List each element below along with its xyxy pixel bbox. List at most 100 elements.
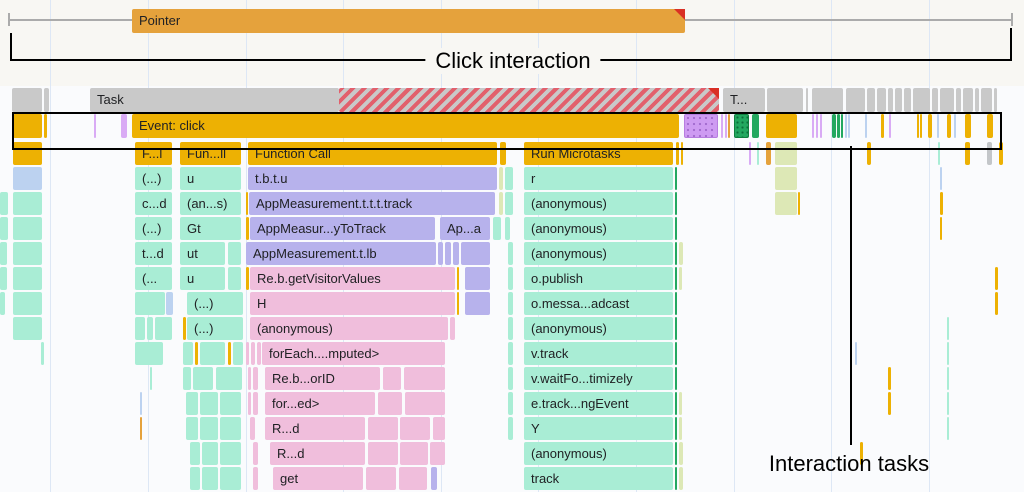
flame-bar[interactable] xyxy=(508,292,513,315)
flame-bar[interactable] xyxy=(675,342,677,365)
bar-r[interactable]: r xyxy=(524,167,673,190)
flame-bar[interactable] xyxy=(500,142,506,165)
flame-bar[interactable] xyxy=(183,367,191,390)
flame-bar[interactable] xyxy=(368,417,398,440)
flame-bar[interactable] xyxy=(339,88,719,112)
flame-bar[interactable] xyxy=(975,88,979,112)
flame-bar[interactable] xyxy=(233,342,243,365)
flame-bar[interactable] xyxy=(499,167,503,190)
flame-bar[interactable] xyxy=(508,267,513,290)
flame-bar[interactable] xyxy=(200,417,218,440)
bar-run-microtasks[interactable]: Run Microtasks xyxy=(524,142,673,165)
flame-bar[interactable] xyxy=(947,114,951,138)
flame-bar[interactable] xyxy=(775,192,797,215)
flame-bar[interactable] xyxy=(253,467,258,490)
flame-bar[interactable] xyxy=(253,392,258,415)
bar-t-b-t-u[interactable]: t.b.t.u xyxy=(248,167,497,190)
flame-bar[interactable] xyxy=(166,292,173,315)
bar-appmeasurement-t-t-t-track[interactable]: AppMeasurement.t.t.t.track xyxy=(249,192,495,215)
flame-bar[interactable] xyxy=(13,114,42,138)
flame-bar[interactable] xyxy=(947,392,949,415)
flame-bar[interactable] xyxy=(220,467,241,490)
flame-bar[interactable] xyxy=(947,317,949,340)
bar-anonymous[interactable]: (anonymous) xyxy=(524,242,673,265)
flame-bar[interactable] xyxy=(368,442,398,465)
flame-bar[interactable] xyxy=(675,192,677,215)
flame-bar[interactable] xyxy=(766,142,771,165)
bar-t-d[interactable]: t...d xyxy=(135,242,172,265)
flame-bar[interactable] xyxy=(438,242,443,265)
flame-bar[interactable] xyxy=(147,317,153,340)
flame-bar[interactable] xyxy=(675,417,677,440)
bar-ap-a[interactable]: Ap...a xyxy=(440,217,490,240)
flame-bar[interactable] xyxy=(767,88,803,112)
flame-bar[interactable] xyxy=(675,317,677,340)
flame-bar[interactable] xyxy=(679,267,682,290)
flame-bar[interactable] xyxy=(228,242,241,265)
flame-bar[interactable] xyxy=(13,192,42,215)
flame-bar[interactable] xyxy=(675,292,677,315)
bar-[interactable]: (...) xyxy=(187,317,243,340)
bar-function-call[interactable]: Function Call xyxy=(248,142,497,165)
bar-o-publish[interactable]: o.publish xyxy=(524,267,673,290)
bar-re-b-getvisitorvalues[interactable]: Re.b.getVisitorValues xyxy=(250,267,455,290)
flame-bar[interactable] xyxy=(400,442,428,465)
flame-bar[interactable] xyxy=(0,242,7,265)
flame-bar[interactable] xyxy=(965,142,970,165)
flame-bar[interactable] xyxy=(155,317,172,340)
flame-bar[interactable] xyxy=(917,114,919,138)
flame-bar[interactable] xyxy=(889,114,891,138)
flame-bar[interactable] xyxy=(999,142,1003,165)
bar-anonymous[interactable]: (anonymous) xyxy=(524,442,673,465)
flame-bar[interactable] xyxy=(963,88,973,112)
flame-bar[interactable] xyxy=(865,114,867,138)
flame-bar[interactable] xyxy=(246,267,249,290)
flame-bar[interactable] xyxy=(749,142,751,165)
flame-bar[interactable] xyxy=(820,114,822,138)
flame-bar[interactable] xyxy=(405,392,445,415)
bar-h[interactable]: H xyxy=(250,292,455,315)
flame-bar[interactable] xyxy=(430,442,445,465)
flame-bar[interactable] xyxy=(848,114,850,138)
flame-bar[interactable] xyxy=(228,342,231,365)
flame-bar[interactable] xyxy=(812,114,814,138)
flame-bar[interactable] xyxy=(183,342,193,365)
bar-f-l[interactable]: F...l xyxy=(135,142,172,165)
flame-bar[interactable] xyxy=(806,88,808,112)
flame-bar[interactable] xyxy=(994,88,997,112)
flame-bar[interactable] xyxy=(508,242,513,265)
flame-bar[interactable] xyxy=(508,417,513,440)
flame-bar[interactable] xyxy=(734,114,749,138)
flame-bar[interactable] xyxy=(508,342,513,365)
flame-bar[interactable] xyxy=(995,267,998,290)
bar-e-track-ngevent[interactable]: e.track...ngEvent xyxy=(524,392,673,415)
bar-re-b-orid[interactable]: Re.b...orID xyxy=(265,367,380,390)
flame-bar[interactable] xyxy=(0,267,7,290)
bar-anonymous[interactable]: (anonymous) xyxy=(250,317,448,340)
flame-bar[interactable] xyxy=(135,292,165,315)
flame-bar[interactable] xyxy=(13,142,42,165)
flame-bar[interactable] xyxy=(200,342,225,365)
flame-bar[interactable] xyxy=(461,242,490,265)
flame-bar[interactable] xyxy=(200,392,218,415)
bar-v-track[interactable]: v.track xyxy=(524,342,673,365)
flame-bar[interactable] xyxy=(193,367,213,390)
flame-bar[interactable] xyxy=(383,367,401,390)
flame-bar[interactable] xyxy=(676,142,679,165)
flame-bar[interactable] xyxy=(13,217,42,240)
bar-r-d[interactable]: R...d xyxy=(270,442,365,465)
flame-bar[interactable] xyxy=(837,114,840,138)
flame-bar[interactable] xyxy=(499,192,503,215)
flame-bar[interactable] xyxy=(190,467,200,490)
flame-bar[interactable] xyxy=(855,342,857,365)
bar-r-d[interactable]: R...d xyxy=(265,417,365,440)
flame-bar[interactable] xyxy=(13,167,42,190)
flame-bar[interactable] xyxy=(505,167,513,190)
flame-bar[interactable] xyxy=(954,114,956,138)
flame-bar[interactable] xyxy=(150,367,152,390)
flame-bar[interactable] xyxy=(981,88,992,112)
flame-bar[interactable] xyxy=(253,442,258,465)
flame-bar[interactable] xyxy=(752,114,759,138)
flame-bar[interactable] xyxy=(186,392,198,415)
flame-bar[interactable] xyxy=(246,217,249,240)
